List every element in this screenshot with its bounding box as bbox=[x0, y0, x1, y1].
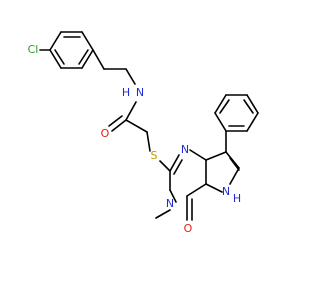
bond bbox=[155, 209, 171, 219]
bond bbox=[169, 154, 180, 172]
bond bbox=[81, 31, 94, 51]
atom-labels: Cl N H O S N N O N H bbox=[28, 43, 242, 235]
methyl-nitrogen-label: N bbox=[166, 197, 174, 210]
bond bbox=[159, 160, 171, 172]
pyrrole-hydrogen-label: H bbox=[233, 192, 241, 205]
bond bbox=[173, 159, 183, 175]
bond bbox=[125, 68, 136, 85]
pyrrole-nitrogen-label: N bbox=[222, 185, 230, 198]
bond bbox=[169, 189, 177, 203]
bond bbox=[189, 149, 207, 161]
lactam-oxygen-label: O bbox=[184, 222, 193, 235]
bond bbox=[243, 99, 254, 114]
molecule-diagram: Cl N H O S N N O N H bbox=[28, 31, 259, 235]
bond bbox=[54, 49, 65, 65]
bond bbox=[49, 31, 62, 51]
bond bbox=[186, 183, 207, 197]
chlorine-label: Cl bbox=[28, 43, 39, 56]
bond bbox=[229, 157, 240, 171]
bond bbox=[214, 94, 227, 114]
bond bbox=[146, 131, 151, 152]
bond bbox=[205, 183, 223, 193]
bonds bbox=[39, 31, 259, 221]
bond bbox=[246, 112, 259, 132]
bond bbox=[219, 99, 230, 114]
carbonyl-oxygen-label: O bbox=[101, 127, 110, 140]
bond bbox=[78, 49, 89, 65]
bond bbox=[108, 115, 123, 127]
sulfur-label: S bbox=[151, 149, 158, 162]
bond bbox=[49, 49, 62, 69]
bond bbox=[246, 94, 259, 114]
bond bbox=[214, 112, 227, 132]
bond bbox=[81, 49, 94, 69]
structure-svg: Cl N H O S N N O N H bbox=[28, 31, 259, 235]
bond bbox=[225, 151, 240, 169]
bond bbox=[229, 167, 240, 185]
bond bbox=[92, 49, 105, 70]
amide-hydrogen-label: H bbox=[122, 86, 130, 99]
amide-nitrogen-label: N bbox=[136, 86, 144, 99]
bond bbox=[125, 119, 148, 133]
bond bbox=[125, 101, 137, 121]
bond bbox=[111, 119, 127, 132]
bond bbox=[205, 151, 227, 161]
ring-nitrogen-upper-label: N bbox=[181, 143, 189, 156]
